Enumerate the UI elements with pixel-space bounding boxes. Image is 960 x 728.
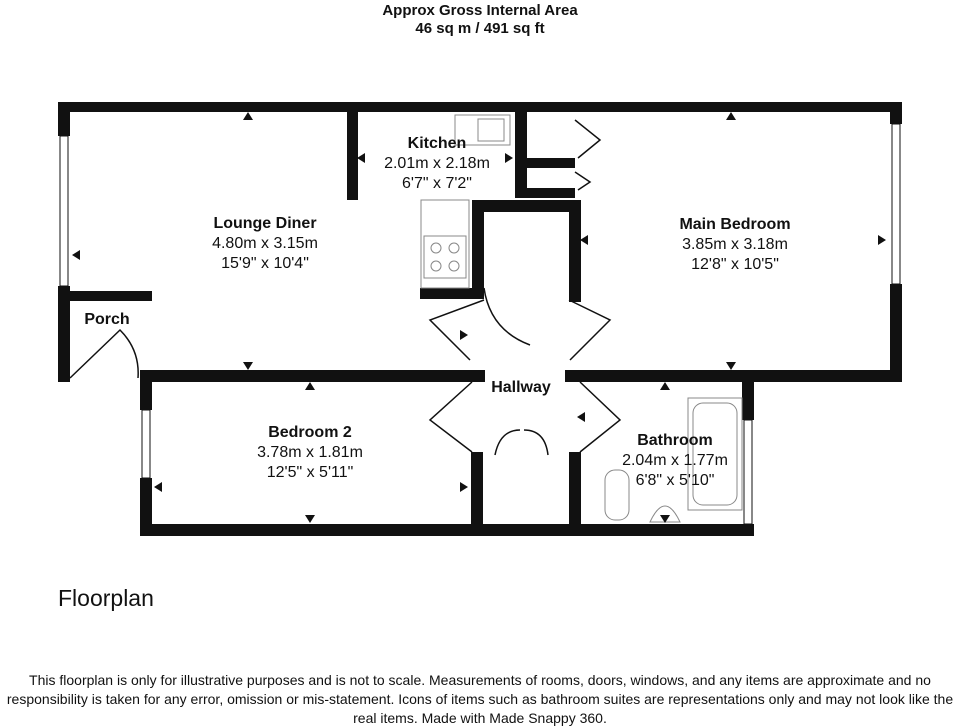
room-kitchen: Kitchen 2.01m x 2.18m 6'7" x 7'2" bbox=[362, 134, 512, 194]
door-hall-bedroom bbox=[483, 287, 531, 346]
wall-right-lower bbox=[890, 284, 902, 382]
room-lounge-diner: Lounge Diner 4.80m x 3.15m 15'9" x 10'4" bbox=[185, 214, 345, 274]
toilet-icon bbox=[604, 469, 630, 521]
room-imperial: 15'9" x 10'4" bbox=[221, 255, 309, 272]
room-porch: Porch bbox=[72, 310, 142, 330]
wall-porch-top bbox=[58, 291, 152, 301]
doors bbox=[69, 119, 622, 456]
room-name: Main Bedroom bbox=[679, 216, 791, 233]
wall-top bbox=[58, 102, 902, 112]
door-hall-bed2 bbox=[428, 381, 473, 453]
room-imperial: 12'8" x 10'5" bbox=[691, 256, 779, 273]
area-value: 46 sq m / 491 sq ft bbox=[415, 20, 545, 37]
room-name: Bathroom bbox=[637, 432, 713, 449]
walls bbox=[58, 102, 902, 536]
wall-cupboard-mid bbox=[527, 158, 575, 168]
wall-hall-top bbox=[472, 200, 580, 212]
door-porch bbox=[69, 328, 139, 379]
wall-left-lower bbox=[58, 286, 70, 382]
room-metric: 2.01m x 2.18m bbox=[384, 155, 490, 172]
bathroom-fixtures bbox=[604, 397, 743, 523]
room-main-bedroom: Main Bedroom 3.85m x 3.18m 12'8" x 10'5" bbox=[655, 215, 815, 275]
window-bathroom bbox=[743, 419, 753, 525]
window-main-bedroom bbox=[891, 123, 901, 285]
room-name: Lounge Diner bbox=[213, 215, 317, 232]
wall-bottom bbox=[140, 524, 754, 536]
window-lounge bbox=[59, 135, 69, 287]
door-hall-main bbox=[568, 299, 612, 361]
hob-icon bbox=[423, 235, 467, 279]
room-name: Bedroom 2 bbox=[268, 424, 352, 441]
wall-left-upper bbox=[58, 102, 70, 136]
windows bbox=[59, 123, 901, 525]
wall-bed2-hall bbox=[471, 452, 483, 536]
door-cupboard-2 bbox=[574, 171, 592, 191]
room-metric: 2.04m x 1.77m bbox=[622, 452, 728, 469]
wall-hall-right bbox=[569, 200, 581, 302]
room-name: Porch bbox=[84, 311, 130, 328]
area-title: Approx Gross Internal Area bbox=[382, 2, 578, 19]
wall-right-upper bbox=[890, 102, 902, 124]
bath-icon bbox=[687, 397, 743, 511]
room-imperial: 12'5" x 5'11" bbox=[266, 464, 354, 481]
wall-bath-right bbox=[742, 370, 754, 420]
room-name: Kitchen bbox=[407, 135, 467, 152]
door-kitchen-hall bbox=[428, 299, 485, 361]
floorplan-label: Floorplan bbox=[58, 585, 154, 611]
room-imperial: 6'7" x 7'2" bbox=[402, 175, 472, 192]
door-hall-bath bbox=[579, 381, 622, 453]
kitchen-worktop bbox=[420, 199, 470, 289]
wall-mid-right bbox=[565, 370, 902, 382]
room-metric: 3.85m x 3.18m bbox=[682, 236, 788, 253]
wall-cupboard-bottom bbox=[527, 188, 575, 198]
room-name: Hallway bbox=[491, 379, 551, 396]
wall-bed2-left-top bbox=[140, 370, 152, 410]
room-metric: 3.78m x 1.81m bbox=[257, 444, 363, 461]
wall-bed2-left-bottom bbox=[140, 478, 152, 536]
kitchen-fixtures bbox=[420, 114, 511, 289]
room-metric: 4.80m x 3.15m bbox=[212, 235, 318, 252]
room-bedroom-2: Bedroom 2 3.78m x 1.81m 12'5" x 5'11" bbox=[230, 423, 390, 483]
disclaimer-text: This floorplan is only for illustrative … bbox=[6, 672, 954, 726]
area-header: Approx Gross Internal Area 46 sq m / 491… bbox=[0, 2, 960, 38]
measurement-markers bbox=[72, 112, 886, 523]
room-hallway: Hallway bbox=[481, 378, 561, 398]
wall-kitchen-bottom bbox=[420, 288, 484, 299]
wall-kitchen-right bbox=[515, 112, 527, 198]
wall-lounge-kitchen bbox=[347, 112, 358, 200]
wall-mid-left bbox=[140, 370, 485, 382]
window-bedroom2 bbox=[141, 409, 151, 479]
wall-hall-left bbox=[472, 200, 484, 288]
wall-hall-bath bbox=[569, 452, 581, 536]
door-cupboard-1 bbox=[574, 119, 602, 159]
door-front bbox=[494, 429, 549, 456]
room-bathroom: Bathroom 2.04m x 1.77m 6'8" x 5'10" bbox=[600, 431, 750, 491]
sink-icon bbox=[454, 114, 511, 146]
room-imperial: 6'8" x 5'10" bbox=[635, 472, 715, 489]
basin-icon bbox=[649, 505, 681, 523]
